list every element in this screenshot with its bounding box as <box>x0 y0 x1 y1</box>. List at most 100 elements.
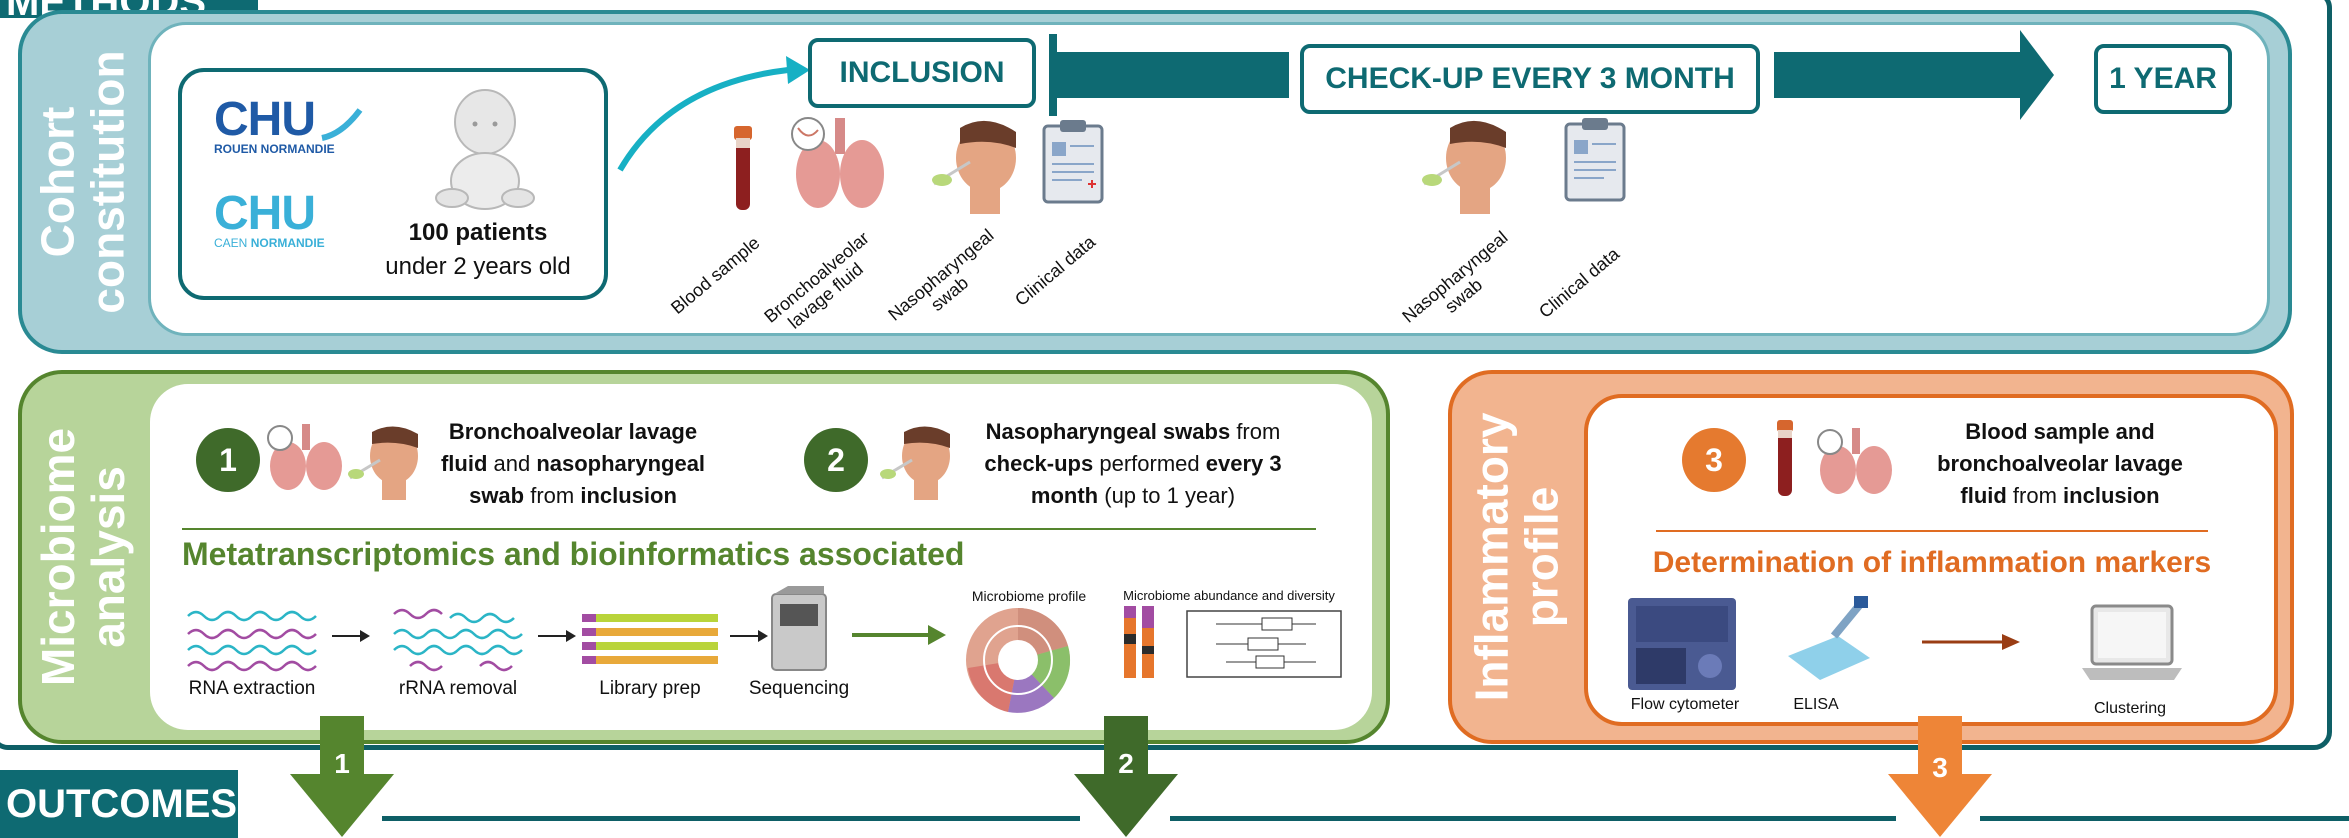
outcome-arrow-3-icon <box>1888 716 1992 837</box>
clipboard-icon <box>1042 120 1104 204</box>
d1-d: nasopharyngeal <box>536 451 706 476</box>
blood-tube-icon-i3 <box>1777 420 1793 496</box>
laptop-icon <box>2082 604 2182 680</box>
boxplot-icon <box>1186 610 1342 678</box>
lungs-icon <box>791 117 884 208</box>
inflammatory-divider <box>1656 530 2208 532</box>
d1-g: inclusion <box>580 483 677 508</box>
microbiome-label-line2: analysis <box>82 466 134 648</box>
baby-icon <box>435 89 535 210</box>
step-2-number: 2 <box>827 441 845 478</box>
d3-e: inclusion <box>2063 483 2160 508</box>
outcome-arrow-2-icon <box>1074 716 1178 837</box>
d1-f: from <box>524 483 581 508</box>
inflammatory-title: Determination of inflammation markers <box>1652 546 2212 579</box>
step-1-circle: 1 <box>196 428 260 492</box>
library-bars-icon <box>582 614 718 664</box>
timeline-start-bar <box>1049 34 1057 116</box>
green-arrow-icon <box>852 625 946 645</box>
swab-head-icon-m1 <box>348 426 418 500</box>
lungs-icon-m1 <box>267 424 342 490</box>
elisa-icon <box>1788 596 1870 680</box>
outcomes-header: OUTCOMES <box>0 770 238 838</box>
chu-caen-logo: CHU CAEN NORMANDIE <box>214 187 325 251</box>
inflammatory-label-line1: Inflammatory <box>1465 412 1518 702</box>
step-3-circle: 3 <box>1682 428 1746 492</box>
d3-b: bronchoalveolar lavage <box>1937 451 2183 476</box>
label-flow-cytometer: Flow cytometer <box>1630 696 1740 713</box>
curved-arrow-icon <box>617 56 810 172</box>
outcomes-line-3 <box>1980 816 2349 821</box>
hospital-box <box>178 68 608 300</box>
timeline-segment-1 <box>1057 52 1289 98</box>
arrow-right-icon <box>538 630 576 642</box>
d3-d: from <box>2006 483 2064 508</box>
patients-text: 100 patients under 2 years old <box>358 216 598 284</box>
methods-frame <box>0 0 2332 750</box>
blood-tube-icon <box>734 126 752 210</box>
orange-arrow-icon <box>1922 634 2020 650</box>
step-rna-extraction: RNA extraction <box>188 678 316 699</box>
microbiome-side-label: Microbiome analysis <box>18 370 148 744</box>
microbiome-inner <box>150 384 1372 730</box>
step-2-circle: 2 <box>804 428 868 492</box>
abundance-label: Microbiome abundance and diversity <box>1123 588 1335 603</box>
d1-e: swab <box>469 483 525 508</box>
microbiome-sunburst-icon <box>966 608 1071 713</box>
d3-a: Blood sample and <box>1965 419 2155 444</box>
arrow-right-icon <box>730 630 768 642</box>
patients-age: under 2 years old <box>385 253 571 280</box>
step-1-description: Bronchoalveolar lavage fluid and nasopha… <box>418 416 728 512</box>
timeline-arrow-icon <box>1774 30 2054 120</box>
outcomes-header-label: OUTCOMES <box>6 781 238 826</box>
chu-rouen-name: CHU <box>214 93 316 146</box>
step-sequencing: Sequencing <box>748 678 850 699</box>
outcomes-line-1 <box>382 816 1080 821</box>
step-rrna-removal: rRNA removal <box>398 678 518 699</box>
d2-f: month <box>1030 483 1099 508</box>
abundance-bars-icon <box>1124 606 1154 678</box>
label-clustering: Clustering <box>2093 700 2167 717</box>
outcome-arrow-3-number: 3 <box>1932 752 1948 783</box>
d2-d: performed <box>1093 451 1206 476</box>
arrow-right-icon <box>332 630 370 642</box>
chu-caen-sub-b: NORMANDIE <box>250 236 325 250</box>
d1-c: and <box>487 451 537 476</box>
chu-caen-name: CHU <box>214 187 316 240</box>
microbiome-title: Metatranscriptomics and bioinformatics a… <box>182 536 965 572</box>
inclusion-box: INCLUSION <box>808 38 1036 108</box>
chu-rouen-logo: CHU ROUEN NORMANDIE <box>214 93 335 157</box>
checkup-box: CHECK-UP EVERY 3 MONTH <box>1300 44 1760 114</box>
checkup-label: CHECK-UP EVERY 3 MONTH <box>1325 62 1735 95</box>
step-library-prep: Library prep <box>599 678 701 699</box>
chu-caen-sub: CAEN NORMANDIE <box>214 236 325 250</box>
d2-e: every 3 <box>1205 451 1282 476</box>
microbiome-divider <box>182 528 1316 530</box>
outcomes-line-2 <box>1170 816 1896 821</box>
step-3-description: Blood sample and bronchoalveolar lavage … <box>1900 416 2220 512</box>
cohort-label-line2: constitution <box>82 50 134 314</box>
outcome-arrow-2-number: 2 <box>1118 748 1134 779</box>
clipboard-icon-checkup <box>1564 118 1626 202</box>
d2-a: Nasopharyngeal swabs <box>985 419 1231 444</box>
patients-count: 100 patients <box>408 219 548 246</box>
d1-a: Bronchoalveolar lavage <box>448 419 698 444</box>
microbiome-profile-label: Microbiome profile <box>971 588 1087 604</box>
chu-caen-sub-a: CAEN <box>214 236 251 250</box>
swab-head-icon <box>932 120 1016 214</box>
chu-swoosh-icon <box>321 108 363 141</box>
swab-head-icon-m2 <box>880 426 950 500</box>
d3-c: fluid <box>1960 483 2007 508</box>
chu-rouen-sub: ROUEN NORMANDIE <box>214 142 335 156</box>
d1-b: fluid <box>440 451 488 476</box>
d2-b: from <box>1230 419 1281 444</box>
step-3-number: 3 <box>1705 441 1723 478</box>
inflammatory-side-label: Inflammatory profile <box>1448 370 1584 744</box>
label-elisa: ELISA <box>1793 696 1839 713</box>
lungs-icon-i3 <box>1817 428 1892 494</box>
outcome-arrow-1-icon <box>290 716 394 837</box>
outcome-arrow-1-number: 1 <box>334 748 350 779</box>
d2-c: check-ups <box>984 451 1094 476</box>
d2-g: (up to 1 year) <box>1098 483 1236 508</box>
sequencer-icon <box>771 586 827 671</box>
